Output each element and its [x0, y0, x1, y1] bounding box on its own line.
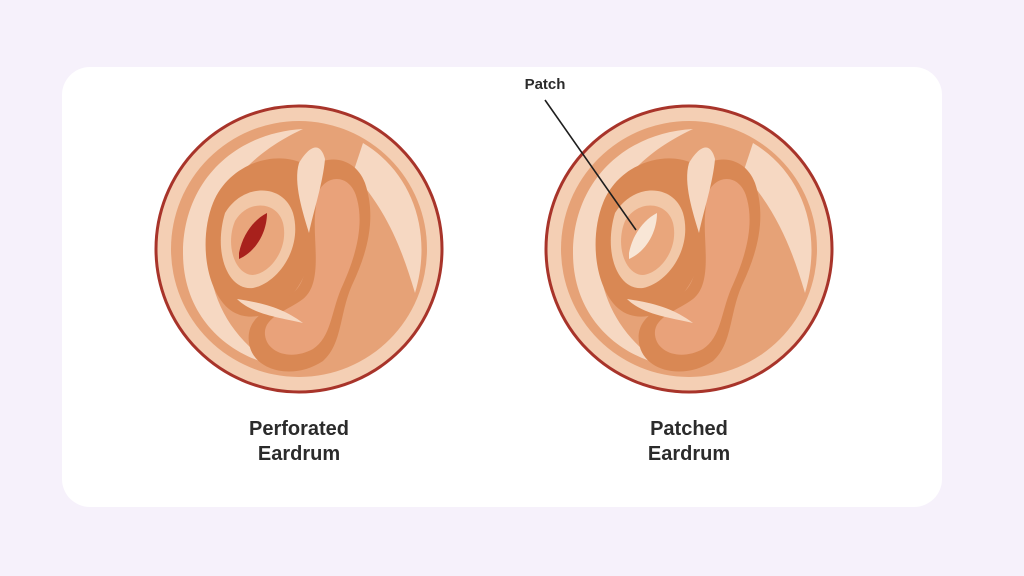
patch-callout-label: Patch — [524, 76, 566, 93]
perforated-eardrum-illustration — [153, 103, 445, 395]
caption-line-2: Eardrum — [257, 443, 341, 465]
perforation-hole — [239, 213, 267, 259]
patched-eardrum-caption: Patched Eardrum — [569, 417, 809, 467]
caption-line-1: Perforated — [248, 418, 350, 440]
patch-area — [629, 213, 657, 259]
patched-eardrum-illustration — [543, 103, 835, 395]
caption-line-2: Eardrum — [647, 443, 731, 465]
caption-line-1: Patched — [650, 418, 728, 440]
perforated-eardrum-caption: Perforated Eardrum — [179, 417, 419, 467]
